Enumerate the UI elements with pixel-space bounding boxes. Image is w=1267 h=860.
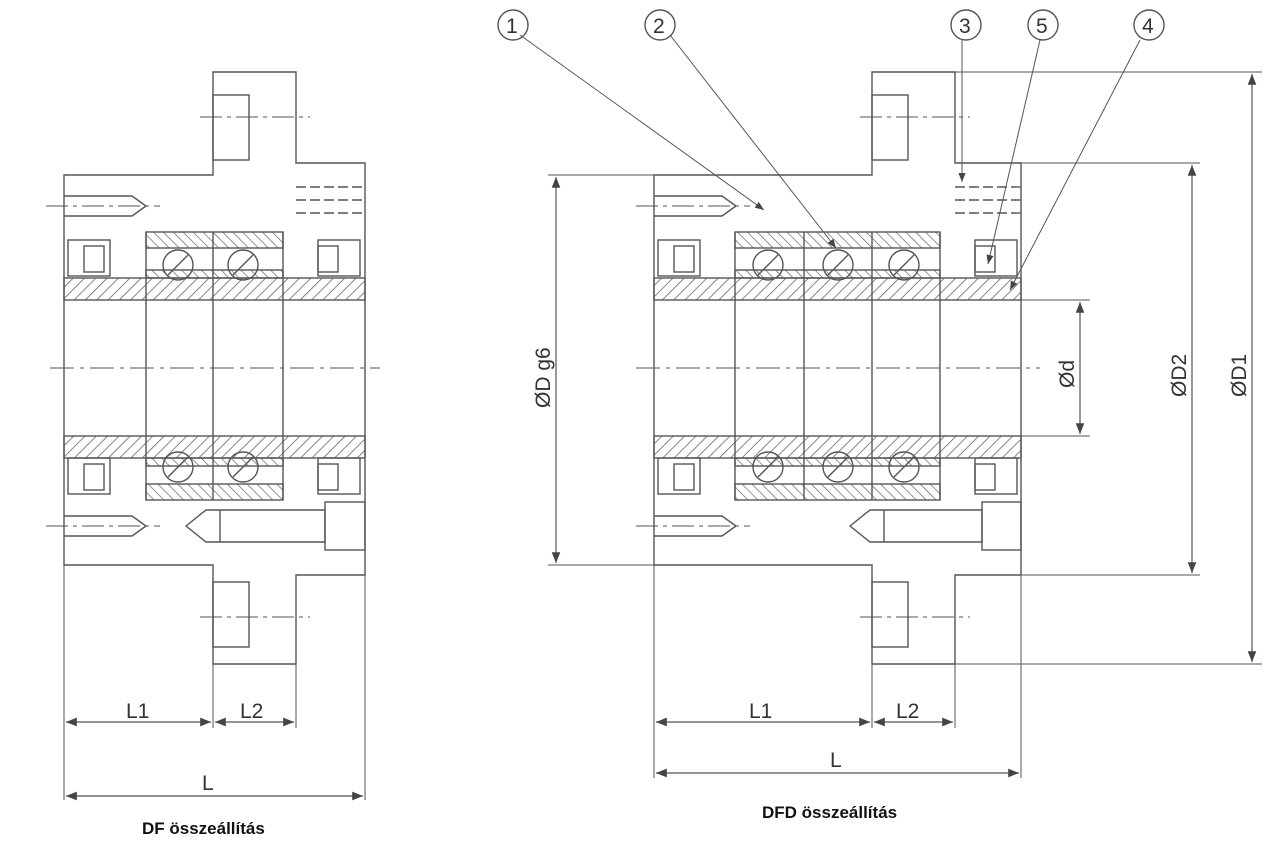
dfd-dim-l1-label: L1 <box>749 700 772 723</box>
df-cap-screw <box>184 509 326 543</box>
df-ball <box>227 249 259 281</box>
callout-circle <box>1133 9 1165 41</box>
df-bearing-outer-bottom <box>145 483 284 501</box>
callout-circle <box>497 9 529 41</box>
df-bearing-outer-top <box>145 231 284 249</box>
dfd-dim-d2-label: ØD2 <box>1168 354 1191 397</box>
df-ball <box>162 249 194 281</box>
dfd-dim-d-label: Ød <box>1056 360 1079 388</box>
callout-5: 5 <box>1036 15 1048 38</box>
callout-2: 2 <box>653 15 665 38</box>
df-flange-bolt-top <box>212 94 250 161</box>
callout-circle <box>644 9 676 41</box>
df-sleeve-top <box>63 277 366 301</box>
df-ball <box>162 451 194 483</box>
callout-1: 1 <box>506 15 518 38</box>
callout-3: 3 <box>959 15 971 38</box>
df-dim-l1-label: L1 <box>126 700 149 723</box>
dfd-dim-l2-label: L2 <box>896 700 919 723</box>
callout-circle <box>950 9 982 41</box>
df-caption: DF összeállítás <box>142 819 265 838</box>
df-dim-l-label: L <box>202 772 214 795</box>
dfd-caption: DFD összeállítás <box>762 803 898 822</box>
dfd-dim-l-label: L <box>830 749 842 772</box>
dfd-dim-dg6-label: ØD g6 <box>532 347 555 408</box>
df-sleeve-bottom <box>63 435 366 459</box>
df-flange-bolt-bottom <box>212 581 250 648</box>
callout-circle <box>1027 9 1059 41</box>
dfd-assembly <box>497 9 1262 778</box>
df-dim-l2-label: L2 <box>240 700 263 723</box>
df-assembly <box>46 71 380 801</box>
df-ball <box>227 451 259 483</box>
dfd-dim-d1-label: ØD1 <box>1228 354 1251 397</box>
callout-4: 4 <box>1142 15 1154 38</box>
